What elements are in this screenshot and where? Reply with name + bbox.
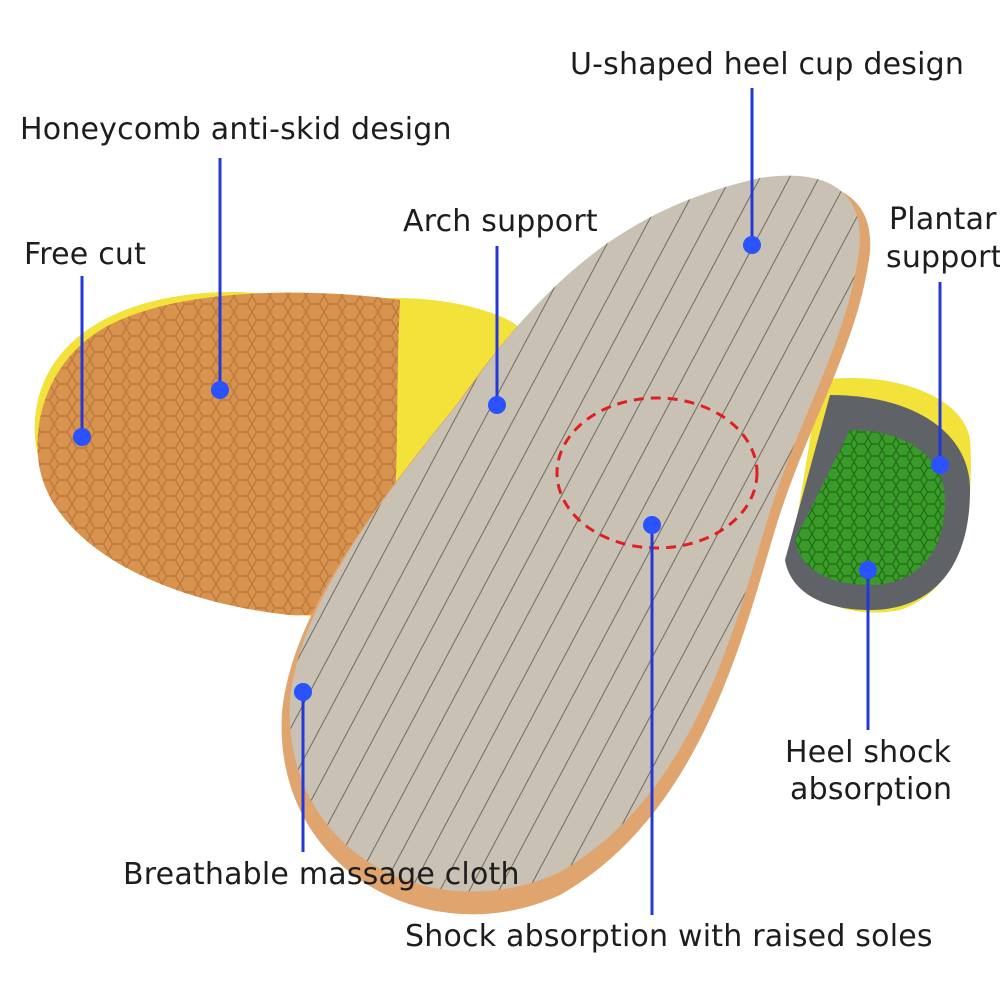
right-insole-heel: [785, 378, 971, 613]
label-arch-support: Arch support: [403, 204, 598, 239]
label-heel-shock-line1: Heel shock: [785, 735, 952, 770]
dot-plantar: [931, 456, 949, 474]
label-heel-shock-line2: absorption: [790, 772, 953, 807]
label-honeycomb: Honeycomb anti-skid design: [20, 112, 452, 147]
left-insole-bottom: [34, 291, 520, 620]
label-plantar-line1: Plantar: [889, 202, 997, 237]
dot-heel-cup: [743, 236, 761, 254]
dot-breathable: [294, 683, 312, 701]
dot-honeycomb: [211, 381, 229, 399]
dot-raised-soles: [643, 516, 661, 534]
dot-arch: [488, 396, 506, 414]
label-free-cut: Free cut: [24, 237, 147, 272]
label-plantar-line2: support: [886, 240, 1000, 275]
label-breathable: Breathable massage cloth: [123, 857, 520, 892]
main-insole-top: [281, 175, 871, 915]
label-heel-cup: U-shaped heel cup design: [570, 47, 965, 82]
dashed-highlight-circle: [555, 396, 759, 550]
dot-free-cut: [73, 428, 91, 446]
callout-lines: [80, 88, 942, 915]
callout-dots: [73, 236, 949, 701]
label-raised-soles: Shock absorption with raised soles: [405, 919, 933, 954]
dot-heel-shock: [859, 561, 877, 579]
